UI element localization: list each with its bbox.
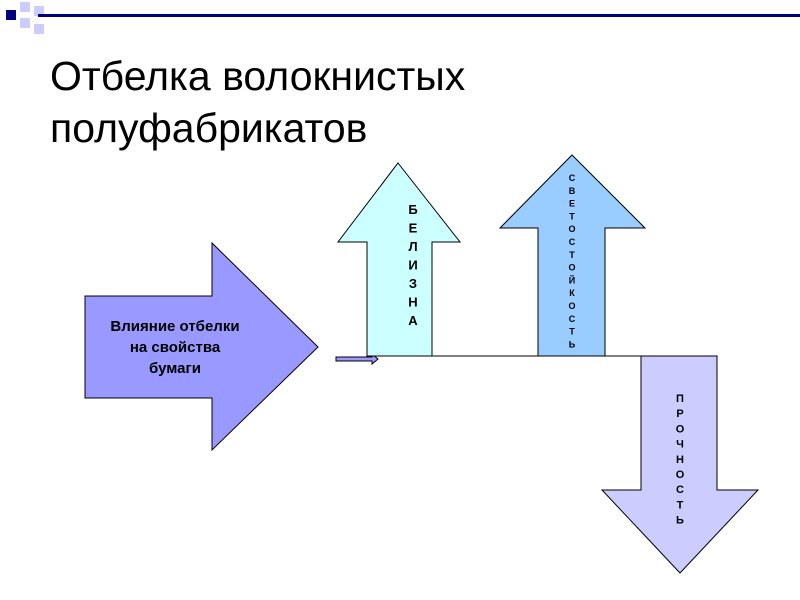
decor-top-line (38, 14, 800, 17)
main-arrow: Влияние отбелки на свойства бумаги (84, 241, 319, 452)
arrow-strength-shape (600, 355, 760, 574)
decor-square-light (34, 6, 44, 16)
main-arrow-line-1: Влияние отбелки (110, 318, 239, 335)
decor-square-light (20, 2, 30, 12)
decor-square-light (20, 18, 30, 28)
main-arrow-shape (84, 241, 319, 452)
decor-square-dark (6, 10, 16, 20)
arrow-whiteness-shape (336, 162, 462, 357)
main-arrow-line-2: на свойства (130, 339, 221, 356)
slide-title-line-2: полуфабрикатов (50, 105, 368, 151)
slide-title: Отбелка волокнистых полуфабрикатов (50, 50, 750, 154)
arrow-lightfastness-shape (498, 154, 647, 357)
decor-square-light (34, 24, 44, 34)
slide-title-line-1: Отбелка волокнистых (50, 53, 466, 99)
decorative-corner (0, 0, 800, 40)
main-arrow-line-3: бумаги (149, 360, 201, 377)
